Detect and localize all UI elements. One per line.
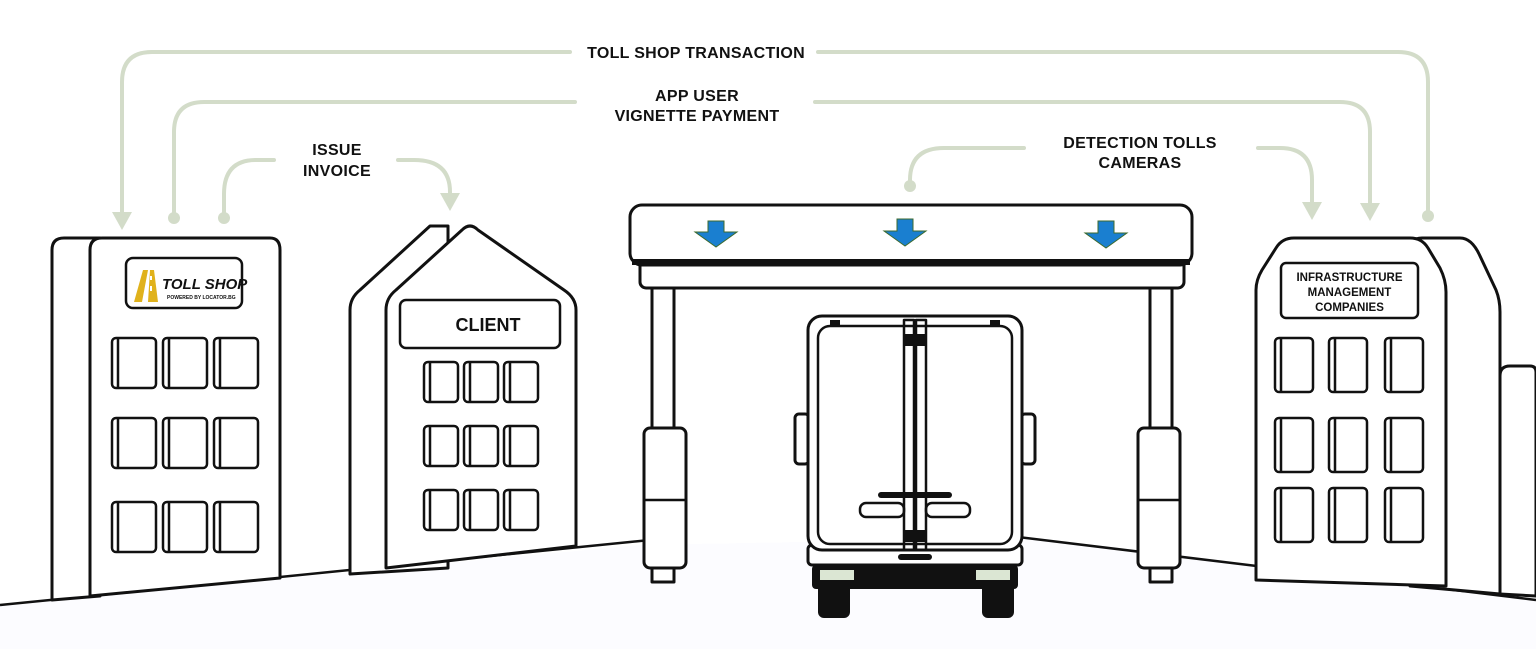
client-building: CLIENT <box>348 224 578 576</box>
infrastructure-building: INFRASTRUCTURE MANAGEMENT COMPANIES <box>1254 236 1536 598</box>
endpoint-dot-icon <box>218 212 230 224</box>
toll-shop-logo-subtext: POWERED BY LOCATOR.BG <box>167 295 236 301</box>
down-arrow-icon <box>882 218 928 247</box>
down-arrow-icon <box>1083 220 1129 249</box>
detection-tolls-label: DETECTION TOLLS <box>1063 135 1217 152</box>
issue-label: ISSUE <box>312 142 362 159</box>
client-windows <box>422 360 540 532</box>
toll-shop-logo-text: TOLL SHOP <box>162 276 248 293</box>
arrowhead-icon <box>1302 202 1322 220</box>
app-user-label: APP USER <box>655 88 739 105</box>
tail-light-right <box>976 570 1010 580</box>
infrastructure-windows <box>1273 336 1425 544</box>
toll-shop-building: TOLL SHOP POWERED BY LOCATOR.BG <box>50 236 282 602</box>
invoice-label: INVOICE <box>303 163 371 180</box>
issue-invoice-arrow <box>222 158 276 214</box>
road-icon <box>134 270 158 302</box>
tail-light-left <box>820 570 854 580</box>
truck <box>793 314 1037 618</box>
endpoint-dot-icon <box>168 212 180 224</box>
arrowhead-icon <box>1360 203 1380 221</box>
client-sign-text: CLIENT <box>456 315 521 335</box>
toll-shop-transaction-label: TOLL SHOP TRANSACTION <box>587 45 805 62</box>
endpoint-dot-icon <box>1422 210 1434 222</box>
toll-shop-windows <box>110 336 260 554</box>
detection-cameras-arrow <box>908 146 1026 182</box>
client-sign <box>398 298 562 350</box>
endpoint-dot-icon <box>904 180 916 192</box>
infrastructure-sign <box>1279 261 1420 320</box>
infrastructure-sign-line3: COMPANIES <box>1315 302 1384 314</box>
infrastructure-sign-line2: MANAGEMENT <box>1308 287 1392 299</box>
infrastructure-sign-line1: INFRASTRUCTURE <box>1296 272 1402 284</box>
toll-shop-transaction-arrow <box>120 50 572 220</box>
flow-arrows <box>112 50 1434 230</box>
toll-gantry <box>628 203 1194 584</box>
cameras-label: CAMERAS <box>1099 155 1182 172</box>
app-user-vignette-arrow <box>172 100 577 214</box>
down-arrow-icon <box>693 220 739 248</box>
arrowhead-icon <box>440 193 460 211</box>
vignette-payment-label: VIGNETTE PAYMENT <box>615 108 780 125</box>
flow-labels: TOLL SHOP TRANSACTION APP USER VIGNETTE … <box>303 45 1217 180</box>
arrowhead-icon <box>112 212 132 230</box>
